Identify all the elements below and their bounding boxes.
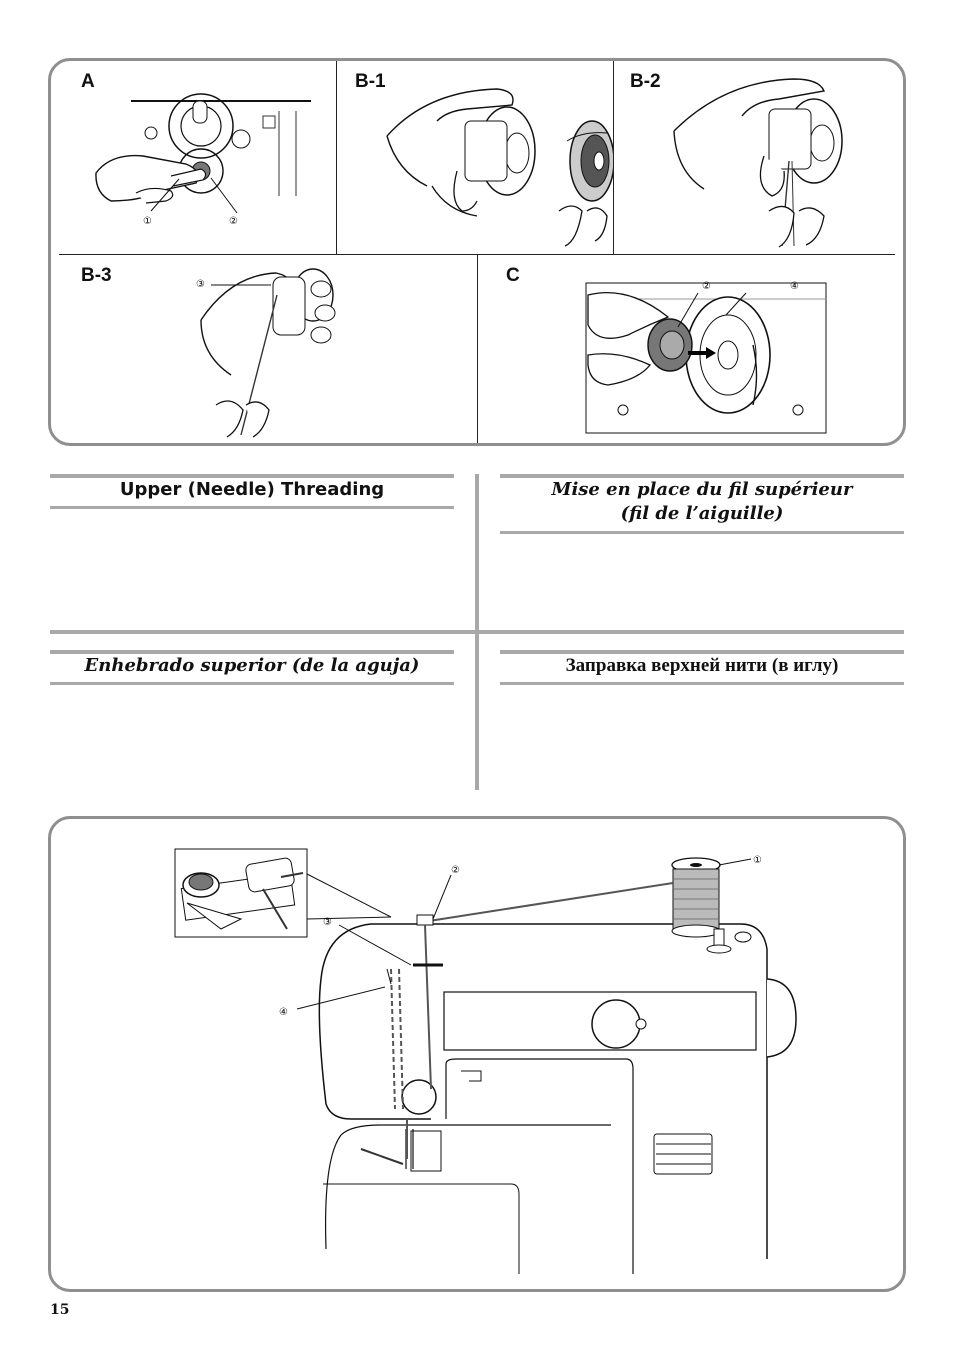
- bottom-figure-frame: ① ② ③ ④: [48, 816, 906, 1292]
- callout-1: ①: [753, 855, 762, 866]
- section-fr: Mise en place du fil supérieur (fil de l…: [500, 474, 904, 536]
- section-ru-top-rule: [500, 650, 904, 654]
- section-ru-title: Заправка верхней нити (в иглу): [565, 655, 839, 676]
- panel-b2-label: B-2: [630, 71, 661, 92]
- column-divider-lower: [475, 634, 479, 790]
- bobbin-insertion-illustration: [386, 88, 613, 247]
- callout-2-c: ②: [702, 281, 711, 292]
- thread-through-slot-illustration: [673, 78, 843, 248]
- section-es-top-rule: [50, 650, 454, 654]
- section-es-title: Enhebrado superior (de la aguja): [84, 655, 420, 676]
- panel-a-label: A: [81, 71, 95, 92]
- panel-c-label: C: [506, 265, 520, 286]
- panel-divider-a-b1: [336, 61, 337, 254]
- panel-divider-b3-c: [477, 254, 478, 443]
- row-divider: [50, 630, 904, 634]
- section-ru: Заправка верхней нити (в иглу): [500, 650, 904, 686]
- callout-3: ③: [196, 279, 205, 290]
- section-en: Upper (Needle) Threading: [50, 474, 454, 510]
- section-es: Enhebrado superior (de la aguja): [50, 650, 454, 686]
- panel-a: A ① ②: [51, 61, 336, 254]
- top-figure-frame: A ① ② B-1: [48, 58, 906, 446]
- panel-b2: B-2: [614, 61, 896, 254]
- panel-b1-label: B-1: [355, 71, 386, 92]
- callout-2: ②: [451, 865, 460, 876]
- section-fr-title-line1: Mise en place du fil supérieur: [551, 479, 853, 500]
- thread-under-spring-illustration: ③: [196, 268, 336, 438]
- bobbin-case-removal-illustration: ① ②: [95, 93, 311, 227]
- section-fr-bottom-rule: [500, 531, 904, 534]
- column-divider-upper: [475, 474, 479, 630]
- panel-c: C ② ④: [478, 255, 896, 443]
- callout-4-c: ④: [790, 281, 799, 292]
- callout-4: ④: [279, 1007, 288, 1018]
- callout-3: ③: [323, 917, 332, 928]
- section-en-bottom-rule: [50, 506, 454, 509]
- panel-divider-b1-b2: [613, 61, 614, 254]
- panel-b3-label: B-3: [81, 265, 112, 286]
- sewing-machine-threading-illustration: ① ② ③ ④: [174, 848, 797, 1274]
- section-ru-bottom-rule: [500, 682, 904, 685]
- panel-b1: B-1: [337, 61, 613, 254]
- callout-2: ②: [229, 216, 238, 227]
- panel-b3: B-3 ③: [51, 255, 477, 443]
- section-en-top-rule: [50, 474, 454, 478]
- page-number: 15: [50, 1302, 70, 1318]
- section-fr-top-rule: [500, 474, 904, 478]
- section-es-bottom-rule: [50, 682, 454, 685]
- section-en-title: Upper (Needle) Threading: [119, 479, 385, 500]
- section-fr-title-line2: (fil de l’aiguille): [620, 503, 784, 524]
- callout-1: ①: [143, 216, 152, 227]
- bobbin-case-insertion-illustration: ② ④: [585, 281, 827, 434]
